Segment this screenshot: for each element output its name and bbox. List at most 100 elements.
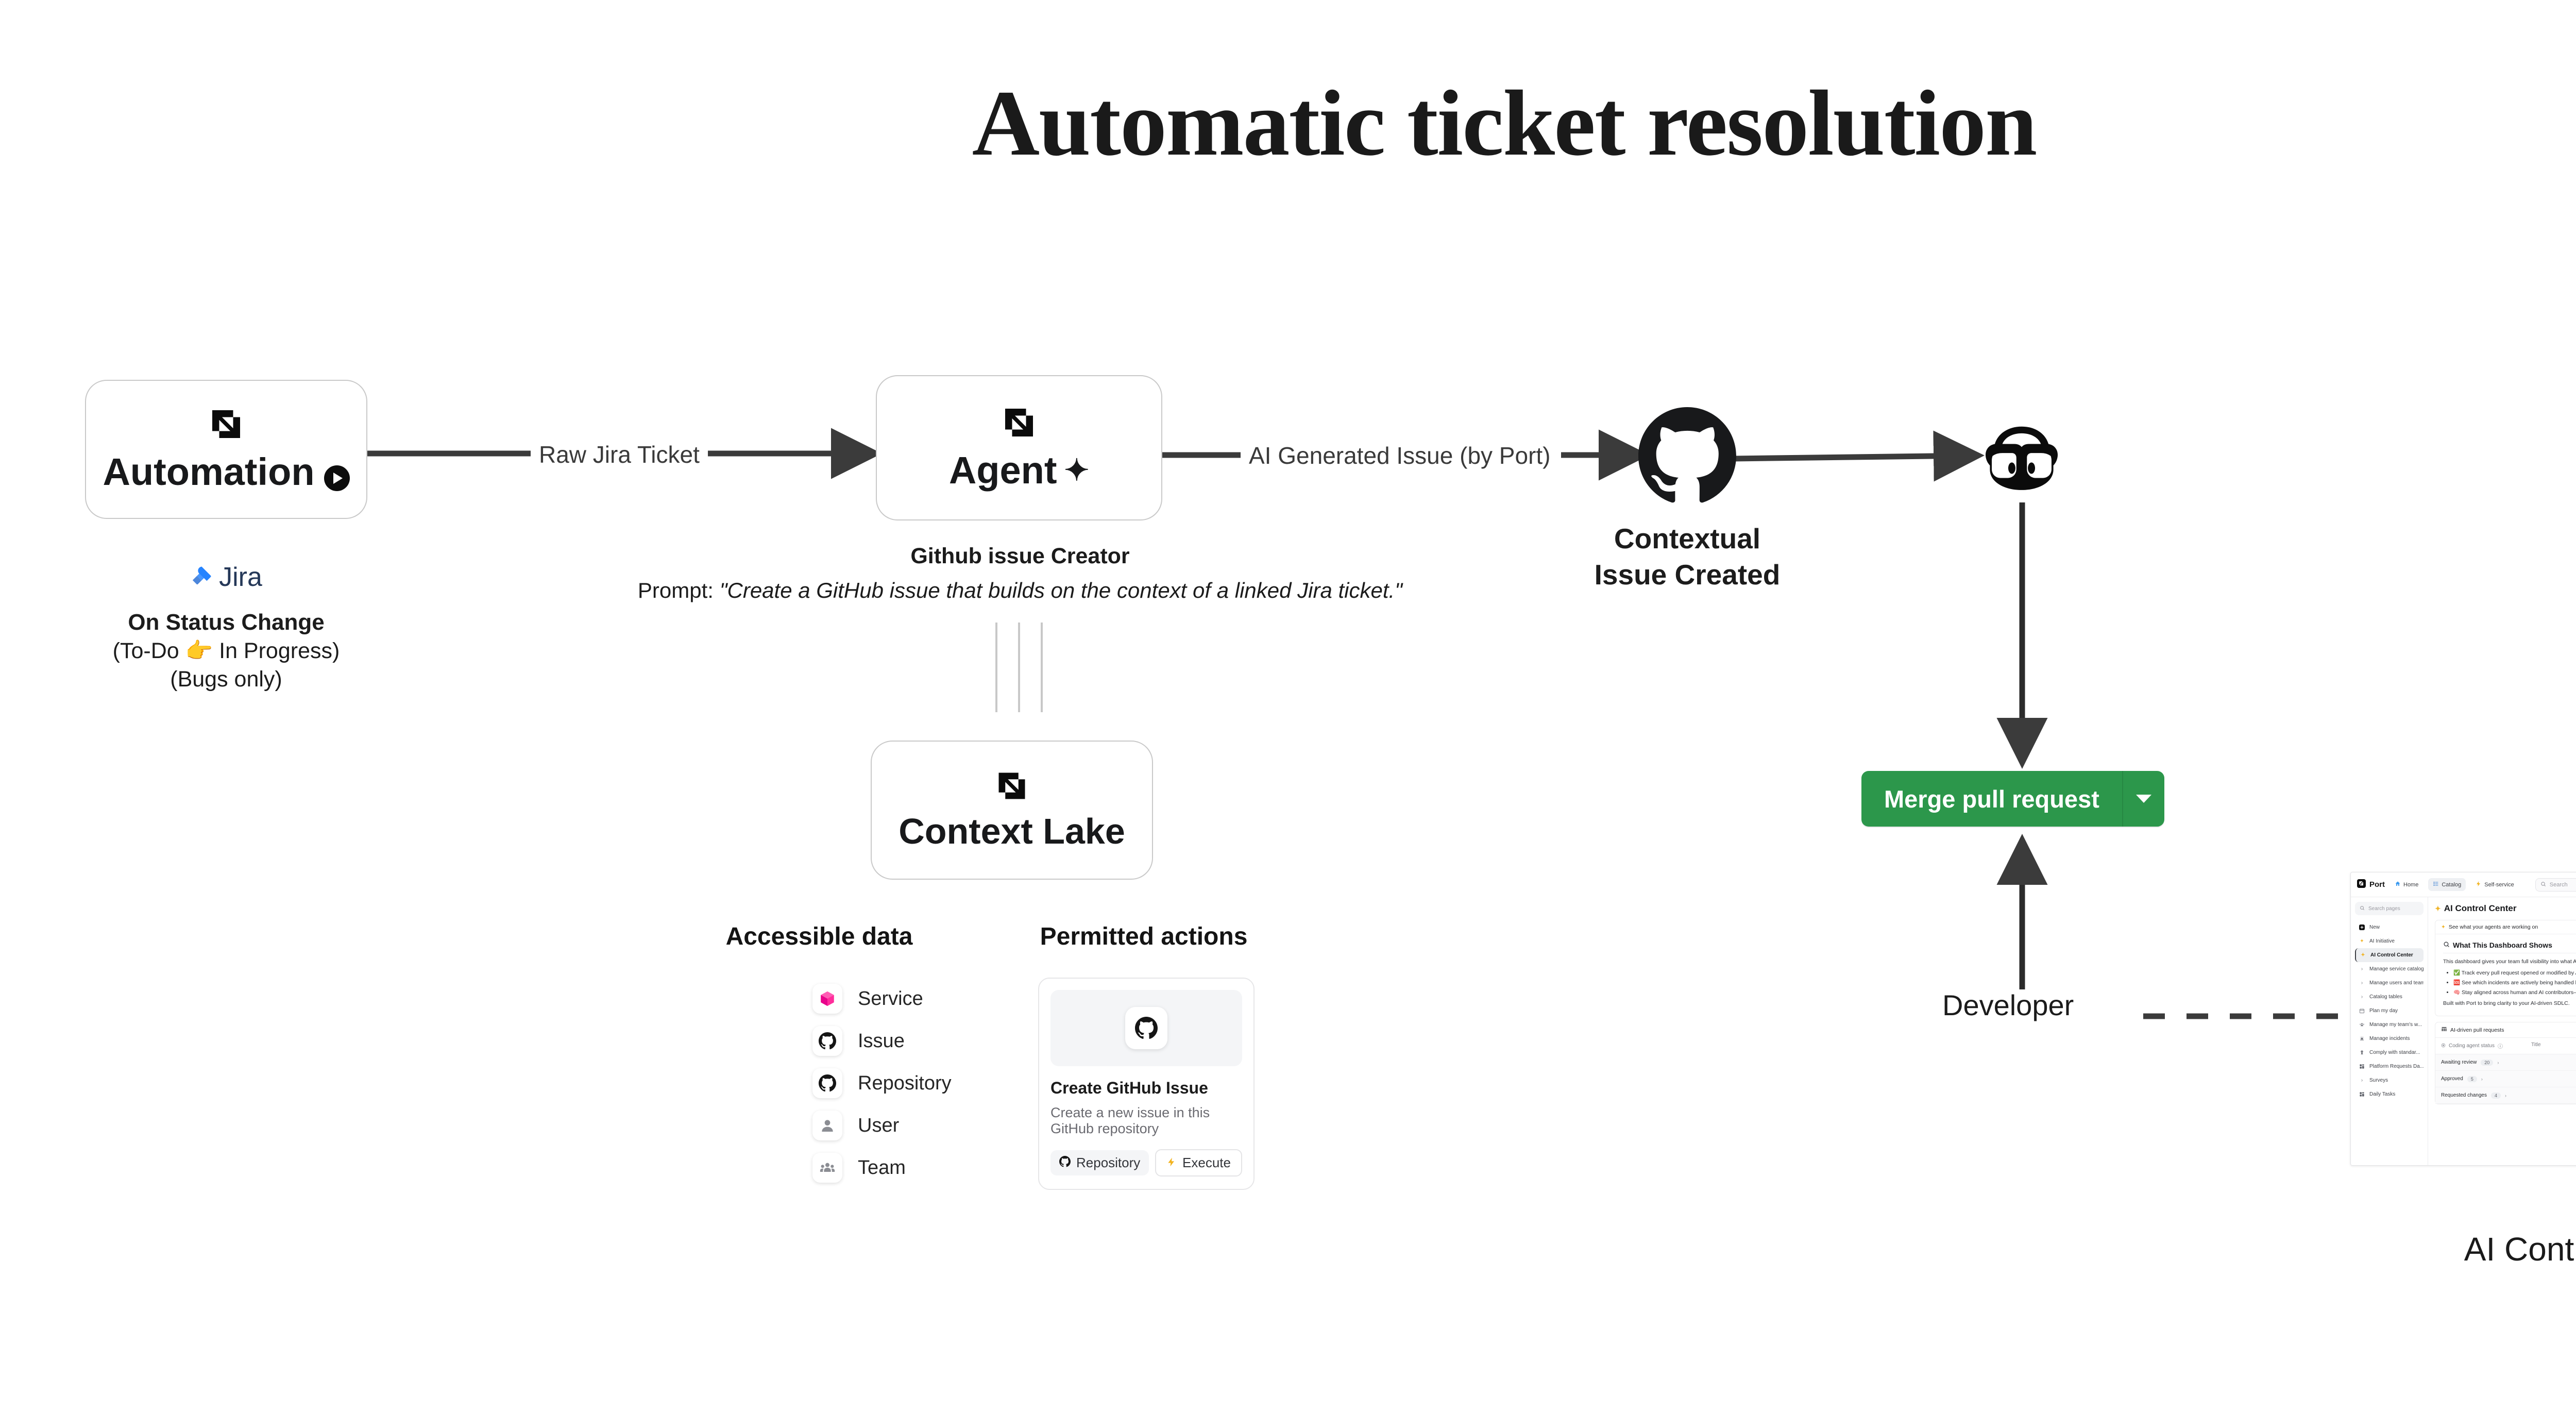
dashboard-page-header: ✦ AI Control Center + Widget xyxy=(2435,903,2576,914)
column-header-title[interactable]: Title xyxy=(2531,1042,2541,1048)
list-item-label: Service xyxy=(858,987,923,1010)
nav-catalog[interactable]: Catalog xyxy=(2428,878,2466,891)
nav-self-service[interactable]: Self-service xyxy=(2471,878,2518,891)
sidebar-item-surveys[interactable]: › Surveys xyxy=(2355,1073,2424,1087)
sidebar-item-label: AI Initiative xyxy=(2369,938,2395,944)
chevron-right-icon: › xyxy=(2361,1078,2363,1083)
node-agent-title-row: Agent ✦ xyxy=(949,448,1089,492)
calendar-icon xyxy=(2359,1008,2365,1014)
merge-pull-request-button[interactable]: Merge pull request xyxy=(1861,771,2164,827)
sidebar-item-ai-initiative[interactable]: ✦ AI Initiative xyxy=(2355,934,2424,948)
jira-label: Jira xyxy=(219,562,262,592)
trigger-line-2: (To-Do 👉 In Progress) xyxy=(112,638,340,664)
sidebar-item-daily-tasks[interactable]: Daily Tasks xyxy=(2355,1087,2424,1101)
sparkle-icon: ✦ xyxy=(1064,453,1090,487)
ai-driven-pull-requests-card: AI-driven pull requests Coding agent sta… xyxy=(2435,1022,2576,1104)
automation-integration: Jira xyxy=(85,562,367,593)
port-logo-icon xyxy=(208,406,245,443)
chevron-right-icon[interactable]: › xyxy=(2504,1092,2506,1098)
list-item-label: Issue xyxy=(858,1030,905,1052)
group-icon xyxy=(2441,1043,2446,1049)
sidebar-item-manage-users-and-teams[interactable]: › Manage users and teams xyxy=(2355,976,2424,990)
info-icon: ⓘ xyxy=(2497,1044,2503,1050)
table-icon xyxy=(2441,1026,2447,1034)
dashboard-bullet-list: ✅ Track every pull request opened or mod… xyxy=(2443,969,2576,996)
trigger-line-3: (Bugs only) xyxy=(170,667,282,692)
home-icon xyxy=(2395,881,2401,888)
github-octocat-icon xyxy=(1638,407,1736,508)
github-icon xyxy=(1125,1007,1167,1049)
permitted-actions-title: Permitted actions xyxy=(1040,923,1248,950)
sidebar-item-label: Comply with standar... xyxy=(2369,1050,2420,1055)
action-card[interactable]: Create GitHub Issue Create a new issue i… xyxy=(1038,978,1255,1190)
github-issue-created-label: Contextual Issue Created xyxy=(1494,520,1880,593)
dashboard-info-card-body: What This Dashboard Shows This dashboard… xyxy=(2435,934,2576,1016)
catalog-icon xyxy=(2433,881,2439,888)
dashboard-info-card: ✦ See what your agents are working on Wh… xyxy=(2435,920,2576,1016)
node-context-lake[interactable]: Context Lake xyxy=(871,741,1153,880)
chevron-right-icon[interactable]: › xyxy=(2481,1076,2483,1082)
lightning-icon xyxy=(1166,1155,1177,1171)
search-icon xyxy=(2540,881,2546,888)
execute-button[interactable]: Execute xyxy=(1155,1149,1242,1176)
port-logo-icon xyxy=(2357,879,2366,890)
sparkle-icon: ✦ xyxy=(2361,952,2365,958)
sidebar-item-plan-my-day[interactable]: Plan my day xyxy=(2355,1004,2424,1018)
lightning-icon xyxy=(2476,881,2482,888)
search-icon xyxy=(2360,905,2365,912)
pr-count-badge: 4 xyxy=(2490,1092,2501,1099)
trigger-line-1: On Status Change xyxy=(128,610,325,635)
port-brand[interactable]: Port xyxy=(2357,879,2385,890)
sidebar-item-manage-service-catalog[interactable]: › Manage service catalog xyxy=(2355,962,2424,976)
nav-home[interactable]: Home xyxy=(2390,878,2423,891)
list-item: Service xyxy=(698,978,940,1020)
list-item: Issue xyxy=(698,1020,940,1062)
table-row[interactable]: Requested changes 4 › xyxy=(2435,1087,2576,1104)
chevron-right-icon: › xyxy=(2361,980,2363,986)
chevron-right-icon[interactable]: › xyxy=(2497,1060,2499,1065)
play-icon[interactable] xyxy=(324,465,350,491)
table-row[interactable]: Awaiting review 20 › xyxy=(2435,1054,2576,1071)
ai-control-center-screenshot[interactable]: Port Home Catalog Self-service xyxy=(2350,872,2576,1166)
list-item: 🧠 Stay aligned across human and AI contr… xyxy=(2453,989,2576,996)
table-row[interactable]: Approved 5 › xyxy=(2435,1071,2576,1087)
nav-self-service-label: Self-service xyxy=(2484,881,2514,888)
pr-status-cell: Awaiting review 20 › xyxy=(2441,1059,2531,1066)
accessible-data-title: Accessible data xyxy=(725,923,913,950)
sidebar-item-new[interactable]: New xyxy=(2355,920,2424,934)
search-input[interactable]: Search ⌘ K xyxy=(2535,878,2576,892)
sidebar-item-label: Catalog tables xyxy=(2369,994,2402,1000)
chevron-right-icon: › xyxy=(2361,994,2363,1000)
sidebar-item-label: Platform Requests Da... xyxy=(2369,1064,2424,1069)
repository-chip-label: Repository xyxy=(1076,1155,1141,1170)
pr-count-badge: 20 xyxy=(2481,1059,2494,1066)
sidebar-item-manage-my-teams-work[interactable]: Manage my team's w... xyxy=(2355,1018,2424,1032)
dashboard-icon xyxy=(2359,1064,2365,1069)
pink-cube-icon xyxy=(812,984,842,1014)
node-agent[interactable]: Agent ✦ xyxy=(876,375,1162,520)
pr-status-label: Requested changes xyxy=(2441,1092,2487,1098)
nav-catalog-label: Catalog xyxy=(2442,881,2462,888)
github-icon xyxy=(812,1068,842,1098)
sidebar-item-manage-incidents[interactable]: Manage incidents xyxy=(2355,1032,2424,1046)
port-logo-icon xyxy=(994,768,1029,803)
sidebar-item-ai-control-center[interactable]: ✦ AI Control Center xyxy=(2355,948,2424,962)
sidebar-item-catalog-tables[interactable]: › Catalog tables xyxy=(2355,990,2424,1004)
dashboard-section-heading-row: What This Dashboard Shows xyxy=(2443,941,2576,953)
agent-caption: Github issue Creator Prompt: "Create a G… xyxy=(613,544,1427,603)
github-copilot-icon xyxy=(1976,415,2067,508)
chevron-down-icon[interactable] xyxy=(2123,771,2164,827)
page-title: Automatic ticket resolution xyxy=(972,72,2038,175)
dashboard-intro-text: This dashboard gives your team full visi… xyxy=(2443,959,2576,965)
sidebar-item-comply-with-standards[interactable]: Comply with standar... xyxy=(2355,1046,2424,1060)
sidebar-search-input[interactable]: Search pages xyxy=(2355,902,2424,915)
list-item: 🆘 See which incidents are actively being… xyxy=(2453,979,2576,986)
sidebar-item-platform-requests-dashboard[interactable]: Platform Requests Da... xyxy=(2355,1060,2424,1073)
sidebar-item-label: Surveys xyxy=(2369,1078,2388,1083)
alert-icon xyxy=(2359,1036,2365,1041)
list-item-label: Team xyxy=(858,1156,906,1179)
control-center-caption: AI Control Center xyxy=(2215,1175,2576,1268)
column-header-coding-agent-status[interactable]: Coding agent status ⓘ xyxy=(2441,1042,2531,1050)
sidebar-item-label: New xyxy=(2369,924,2380,930)
node-automation[interactable]: Automation xyxy=(85,380,367,519)
